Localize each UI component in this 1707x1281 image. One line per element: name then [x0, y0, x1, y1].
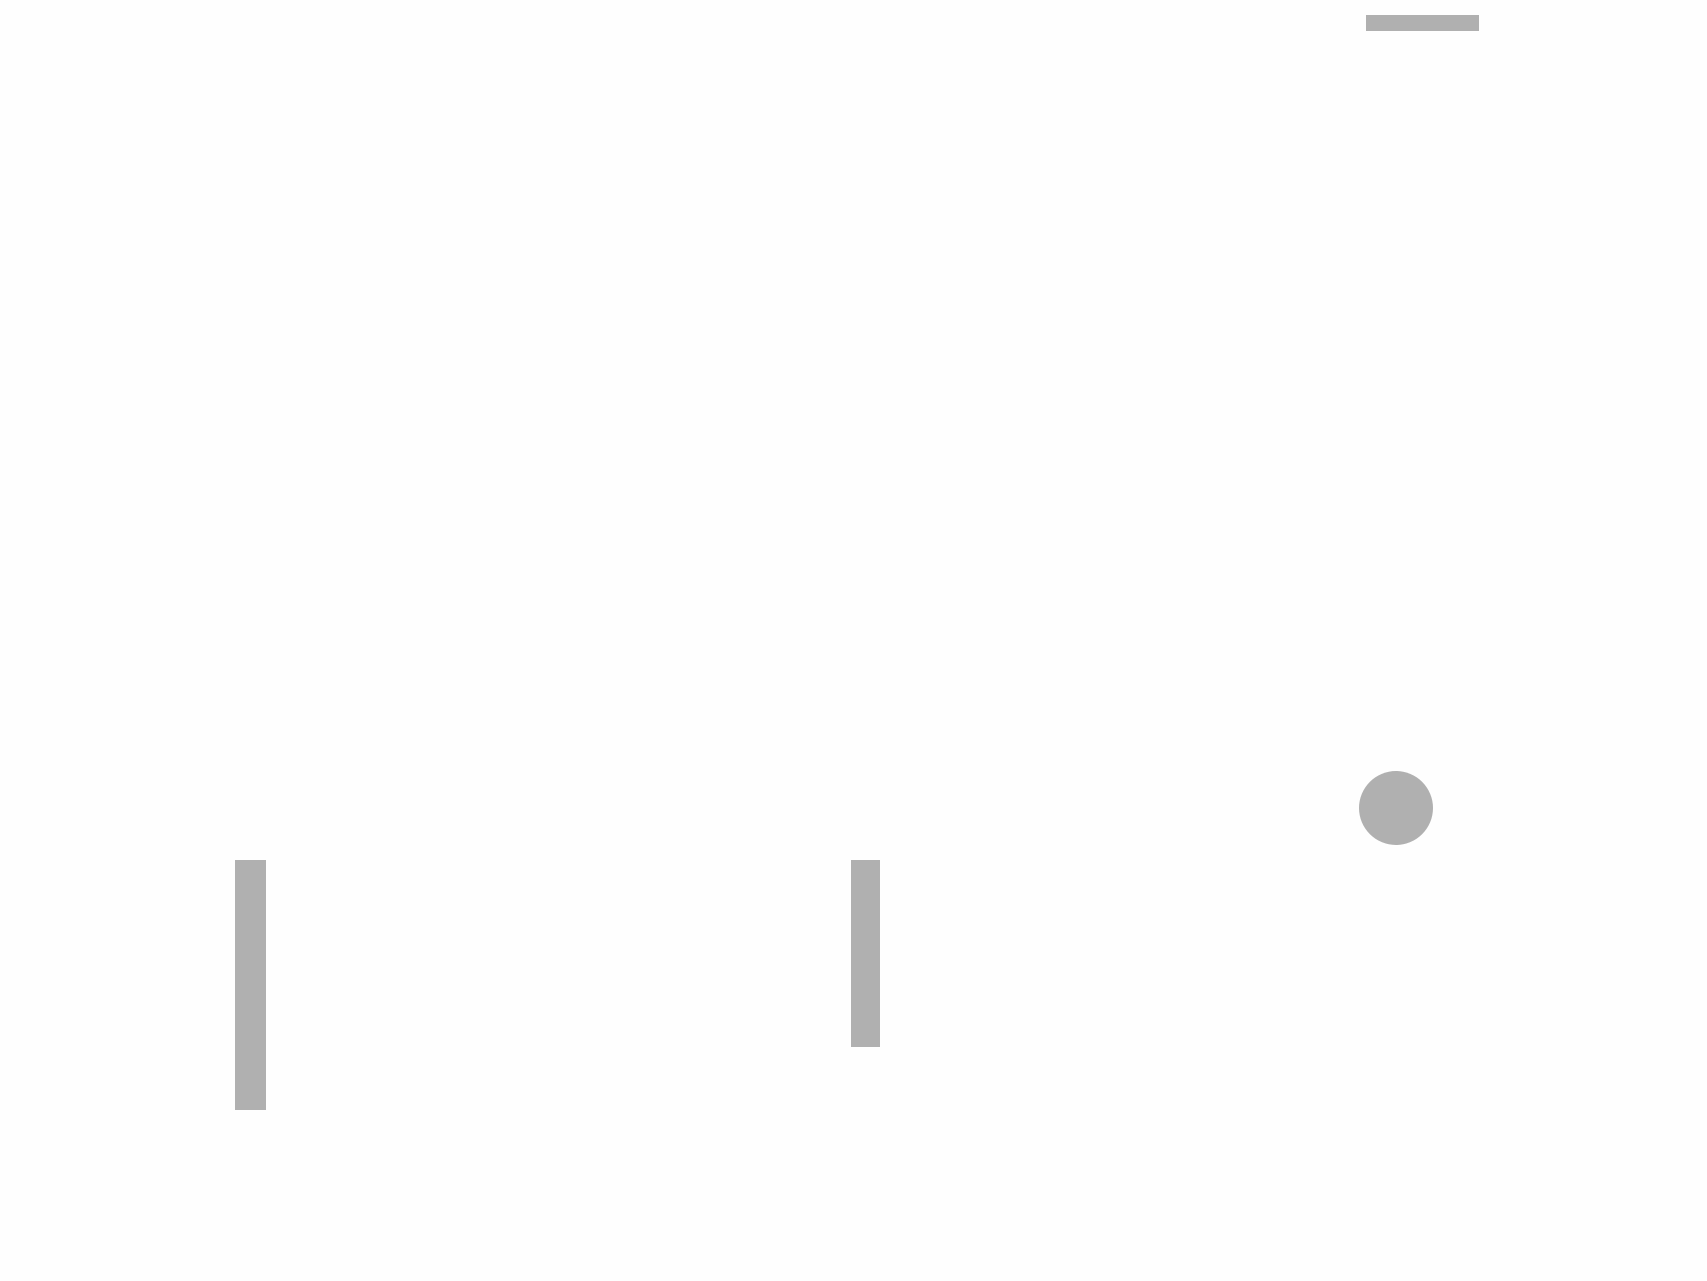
- vertical-bar-shape-center: [851, 860, 880, 1047]
- vertical-bar-shape-left: [235, 860, 266, 1110]
- horizontal-bar-shape: [1366, 15, 1479, 31]
- circle-shape: [1359, 771, 1433, 845]
